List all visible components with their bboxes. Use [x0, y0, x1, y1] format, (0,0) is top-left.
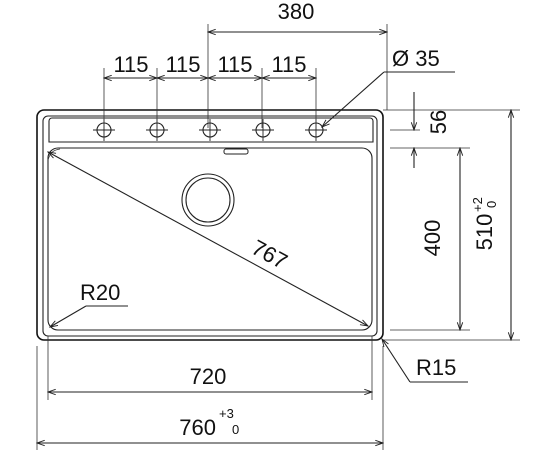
dim-diagonal-label: 767 [247, 235, 291, 274]
dim-top-span-label: 380 [278, 0, 315, 24]
dim-top-span: 380 [208, 0, 387, 128]
dim-inner-radius: R20 [50, 280, 128, 327]
dim-overall-depth: 510 +2 0 [470, 110, 511, 340]
dim-overall-width: 760 +3 0 [37, 406, 383, 443]
dim-overall-width-tol-lower: 0 [232, 422, 239, 437]
drain-outer [181, 173, 235, 227]
dim-hole-spacing-4: 115 [271, 52, 306, 77]
dim-outer-radius-label: R15 [416, 355, 456, 380]
dim-outer-radius: R15 [382, 339, 468, 383]
dim-hole-diameter: Ø 35 [322, 46, 455, 127]
dim-overall-width-label: 760 [179, 415, 216, 440]
dim-overall-width-tol-upper: +3 [219, 406, 234, 421]
dim-overall-depth-tol-lower: 0 [484, 201, 499, 208]
dim-bowl-depth-label: 400 [420, 220, 445, 257]
tap-hole [199, 119, 221, 141]
dim-bowl-width-label: 720 [190, 364, 227, 389]
dim-bowl-width: 720 [48, 364, 372, 392]
tap-holes [93, 119, 327, 141]
bowl-shadow-edge [47, 148, 61, 161]
dim-ledge-depth-label: 56 [426, 110, 451, 134]
dim-hole-diameter-label: Ø 35 [392, 46, 440, 71]
dim-hole-spacing-2: 115 [165, 52, 200, 77]
dim-inner-radius-label: R20 [80, 280, 120, 305]
dim-hole-spacing-3: 115 [217, 52, 252, 77]
dim-right-extension-lines [383, 109, 520, 341]
tap-ledge [48, 117, 374, 143]
overflow-slot [223, 148, 249, 155]
sink-outer-outline [36, 109, 384, 341]
sink-inner-rim [42, 115, 378, 337]
dim-bowl-depth: 400 [420, 148, 460, 330]
tap-hole [252, 119, 274, 141]
dim-overall-depth-label: 510 [472, 214, 497, 251]
dim-hole-spacing: 115 115 115 115 [104, 52, 316, 128]
dim-overall-depth-tol-upper: +2 [470, 197, 485, 212]
dim-hole-spacing-1: 115 [113, 52, 148, 77]
dim-ledge-depth: 56 [414, 92, 451, 168]
drain-inner [185, 177, 231, 223]
